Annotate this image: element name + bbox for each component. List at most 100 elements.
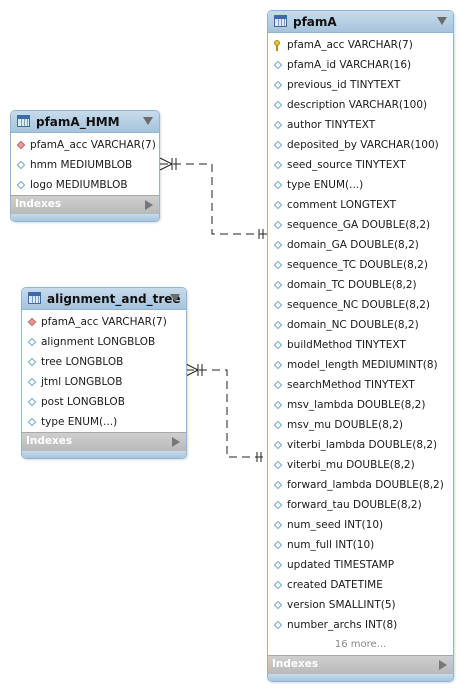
- column-diamond-icon: [272, 60, 283, 71]
- column-diamond-icon: [272, 220, 283, 231]
- column-row[interactable]: post LONGBLOB: [22, 392, 186, 412]
- column-row[interactable]: sequence_GA DOUBLE(8,2): [268, 215, 453, 235]
- column-diamond-icon: [272, 340, 283, 351]
- indexes-bar[interactable]: Indexes: [11, 195, 159, 214]
- crow-foot-many-icon: [159, 157, 177, 171]
- column-row[interactable]: pfamA_acc VARCHAR(7): [268, 35, 453, 55]
- table-header[interactable]: alignment_and_tree: [22, 288, 186, 310]
- column-row[interactable]: pfamA_acc VARCHAR(7): [11, 135, 159, 155]
- column-row[interactable]: buildMethod TINYTEXT: [268, 335, 453, 355]
- column-row[interactable]: pfamA_acc VARCHAR(7): [22, 312, 186, 332]
- table-footer: [22, 451, 186, 458]
- column-row[interactable]: comment LONGTEXT: [268, 195, 453, 215]
- column-row[interactable]: alignment LONGBLOB: [22, 332, 186, 352]
- column-diamond-icon: [272, 80, 283, 91]
- column-row[interactable]: seed_source TINYTEXT: [268, 155, 453, 175]
- column-diamond-icon: [272, 100, 283, 111]
- column-row[interactable]: sequence_NC DOUBLE(8,2): [268, 295, 453, 315]
- column-label: sequence_NC DOUBLE(8,2): [287, 299, 430, 311]
- column-row[interactable]: type ENUM(...): [268, 175, 453, 195]
- primary-key-icon: [272, 39, 283, 51]
- column-row[interactable]: forward_tau DOUBLE(8,2): [268, 495, 453, 515]
- column-row[interactable]: jtml LONGBLOB: [22, 372, 186, 392]
- column-label: msv_lambda DOUBLE(8,2): [287, 399, 426, 411]
- column-row[interactable]: pfamA_id VARCHAR(16): [268, 55, 453, 75]
- column-label: viterbi_lambda DOUBLE(8,2): [287, 439, 438, 451]
- table-title: pfamA_HMM: [36, 115, 120, 129]
- collapse-arrow-icon[interactable]: [170, 294, 180, 302]
- column-label: buildMethod TINYTEXT: [287, 339, 406, 351]
- column-row[interactable]: msv_lambda DOUBLE(8,2): [268, 395, 453, 415]
- column-row[interactable]: previous_id TINYTEXT: [268, 75, 453, 95]
- table-footer: [11, 214, 159, 221]
- more-columns-link[interactable]: 16 more...: [334, 639, 387, 650]
- column-row[interactable]: hmm MEDIUMBLOB: [11, 155, 159, 175]
- column-row[interactable]: num_seed INT(10): [268, 515, 453, 535]
- table-pfama[interactable]: pfamA pfamA_acc VARCHAR(7)pfamA_id VARCH…: [267, 10, 454, 682]
- table-title: pfamA: [293, 15, 337, 29]
- expand-arrow-icon[interactable]: [145, 200, 153, 210]
- column-row[interactable]: viterbi_lambda DOUBLE(8,2): [268, 435, 453, 455]
- column-row[interactable]: author TINYTEXT: [268, 115, 453, 135]
- column-diamond-icon: [272, 200, 283, 211]
- column-row[interactable]: deposited_by VARCHAR(100): [268, 135, 453, 155]
- expand-arrow-icon[interactable]: [172, 437, 180, 447]
- column-diamond-icon: [26, 377, 37, 388]
- column-label: hmm MEDIUMBLOB: [30, 159, 133, 171]
- column-diamond-icon: [272, 380, 283, 391]
- column-label: domain_TC DOUBLE(8,2): [287, 279, 417, 291]
- column-diamond-icon: [272, 140, 283, 151]
- collapse-arrow-icon[interactable]: [437, 17, 447, 25]
- column-row[interactable]: tree LONGBLOB: [22, 352, 186, 372]
- column-row[interactable]: number_archs INT(8): [268, 615, 453, 635]
- column-row[interactable]: version SMALLINT(5): [268, 595, 453, 615]
- column-row[interactable]: domain_TC DOUBLE(8,2): [268, 275, 453, 295]
- column-row[interactable]: model_length MEDIUMINT(8): [268, 355, 453, 375]
- column-row[interactable]: msv_mu DOUBLE(8,2): [268, 415, 453, 435]
- column-label: alignment LONGBLOB: [41, 336, 156, 348]
- column-row[interactable]: type ENUM(...): [22, 412, 186, 432]
- column-diamond-icon: [272, 240, 283, 251]
- column-diamond-icon: [15, 180, 26, 191]
- column-label: type ENUM(...): [287, 179, 364, 191]
- column-label: version SMALLINT(5): [287, 599, 396, 611]
- expand-arrow-icon[interactable]: [439, 660, 447, 670]
- column-row[interactable]: domain_GA DOUBLE(8,2): [268, 235, 453, 255]
- column-label: model_length MEDIUMINT(8): [287, 359, 438, 371]
- column-row[interactable]: updated TIMESTAMP: [268, 555, 453, 575]
- column-row[interactable]: forward_lambda DOUBLE(8,2): [268, 475, 453, 495]
- relation-hmm-to-pfama: [160, 163, 268, 235]
- indexes-bar[interactable]: Indexes: [22, 432, 186, 451]
- column-diamond-icon: [15, 160, 26, 171]
- column-label: created DATETIME: [287, 579, 383, 591]
- column-diamond-icon: [272, 300, 283, 311]
- column-label: searchMethod TINYTEXT: [287, 379, 415, 391]
- table-header[interactable]: pfamA_HMM: [11, 111, 159, 133]
- column-row[interactable]: viterbi_mu DOUBLE(8,2): [268, 455, 453, 475]
- column-row[interactable]: num_full INT(10): [268, 535, 453, 555]
- indexes-label: Indexes: [272, 658, 319, 670]
- collapse-arrow-icon[interactable]: [143, 117, 153, 125]
- column-row[interactable]: logo MEDIUMBLOB: [11, 175, 159, 195]
- column-row[interactable]: description VARCHAR(100): [268, 95, 453, 115]
- table-footer: [268, 674, 453, 681]
- table-pfama-hmm[interactable]: pfamA_HMM pfamA_acc VARCHAR(7) hmm MEDIUM…: [10, 110, 160, 222]
- indexes-bar[interactable]: Indexes: [268, 655, 453, 674]
- indexes-label: Indexes: [15, 198, 62, 210]
- column-diamond-icon: [272, 420, 283, 431]
- column-label: post LONGBLOB: [41, 396, 125, 408]
- column-label: pfamA_acc VARCHAR(7): [30, 139, 156, 151]
- column-row[interactable]: sequence_TC DOUBLE(8,2): [268, 255, 453, 275]
- column-diamond-icon: [272, 620, 283, 631]
- column-label: seed_source TINYTEXT: [287, 159, 406, 171]
- foreign-key-diamond-icon: [15, 140, 26, 151]
- column-row[interactable]: created DATETIME: [268, 575, 453, 595]
- table-alignment-and-tree[interactable]: alignment_and_tree pfamA_acc VARCHAR(7) a…: [21, 287, 187, 459]
- table-header[interactable]: pfamA: [268, 11, 453, 33]
- column-label: comment LONGTEXT: [287, 199, 397, 211]
- column-diamond-icon: [272, 580, 283, 591]
- column-row[interactable]: searchMethod TINYTEXT: [268, 375, 453, 395]
- column-row[interactable]: domain_NC DOUBLE(8,2): [268, 315, 453, 335]
- column-label: sequence_TC DOUBLE(8,2): [287, 259, 428, 271]
